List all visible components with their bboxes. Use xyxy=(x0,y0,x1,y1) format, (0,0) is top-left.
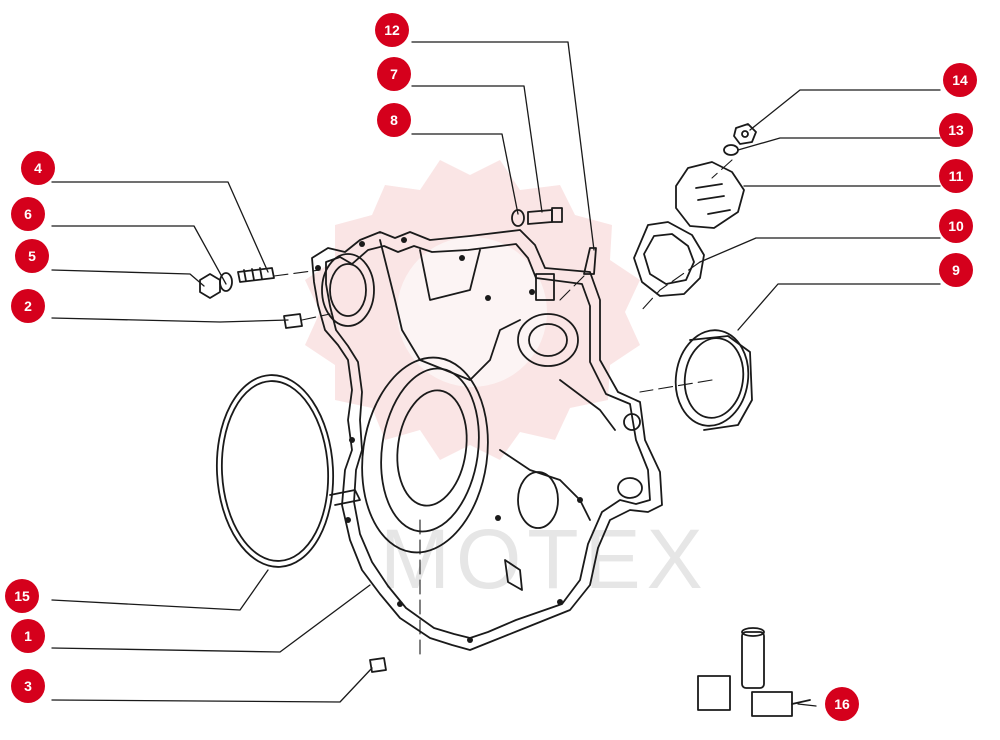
callout-7: 7 xyxy=(377,57,411,91)
callout-2: 2 xyxy=(11,289,45,323)
callout-circle xyxy=(11,289,45,323)
callout-number: 12 xyxy=(384,22,400,38)
callout-number: 1 xyxy=(24,628,32,644)
callout-11: 11 xyxy=(939,159,973,193)
callout-12: 12 xyxy=(375,13,409,47)
callout-circle xyxy=(377,103,411,137)
callout-number: 9 xyxy=(952,262,960,278)
gasket xyxy=(633,221,705,297)
callout-4: 4 xyxy=(21,151,55,185)
callout-circle xyxy=(943,63,977,97)
callout-number: 8 xyxy=(390,112,398,128)
callout-circle xyxy=(939,159,973,193)
callout-number: 15 xyxy=(14,588,30,604)
callout-circle xyxy=(377,57,411,91)
callout-circle xyxy=(11,619,45,653)
callout-number: 13 xyxy=(948,122,964,138)
callout-circle xyxy=(21,151,55,185)
center-lines xyxy=(273,159,733,661)
washer xyxy=(723,144,739,156)
callout-number: 11 xyxy=(949,168,964,184)
hex-nut xyxy=(199,273,221,299)
dowel-pin xyxy=(369,657,387,673)
o-ring-seal xyxy=(215,374,335,568)
callout-10: 10 xyxy=(939,209,973,243)
callout-8: 8 xyxy=(377,103,411,137)
callout-circle xyxy=(11,197,45,231)
callout-circle xyxy=(11,669,45,703)
callout-16: 16 xyxy=(825,687,859,721)
callout-number: 14 xyxy=(952,72,968,88)
callout-number: 2 xyxy=(24,298,32,314)
callout-5: 5 xyxy=(15,239,49,273)
callout-14: 14 xyxy=(943,63,977,97)
callout-number: 7 xyxy=(390,66,398,82)
callout-number: 16 xyxy=(834,696,850,712)
callout-number: 3 xyxy=(24,678,32,694)
callout-circle xyxy=(939,209,973,243)
callout-circle xyxy=(825,687,859,721)
callout-circle xyxy=(15,239,49,273)
sealant-kit xyxy=(697,627,811,717)
callout-6: 6 xyxy=(11,197,45,231)
plug xyxy=(283,313,303,329)
lip-seal xyxy=(674,329,753,431)
nut xyxy=(733,123,757,145)
callout-number: 10 xyxy=(948,218,964,234)
callout-number: 6 xyxy=(24,206,32,222)
flywheel-housing xyxy=(311,229,663,651)
callout-3: 3 xyxy=(11,669,45,703)
callout-circle xyxy=(939,113,973,147)
cover-plate xyxy=(675,161,745,229)
callout-9: 9 xyxy=(939,253,973,287)
callout-number: 4 xyxy=(34,160,42,176)
callout-number: 5 xyxy=(28,248,36,264)
washer-bolt xyxy=(511,209,525,227)
callout-circle xyxy=(375,13,409,47)
callout-15: 15 xyxy=(5,579,39,613)
callout-1: 1 xyxy=(11,619,45,653)
callout-circle xyxy=(5,579,39,613)
callout-circle xyxy=(939,253,973,287)
callout-13: 13 xyxy=(939,113,973,147)
stud xyxy=(237,267,275,283)
leader-lines xyxy=(51,41,941,707)
bolt xyxy=(527,207,563,225)
